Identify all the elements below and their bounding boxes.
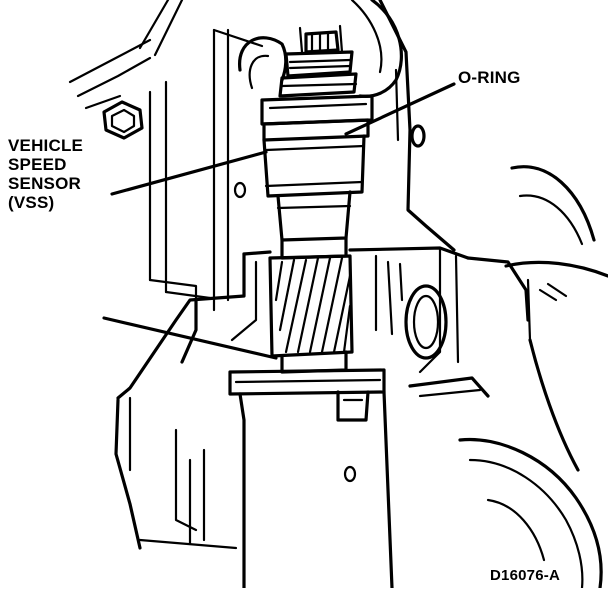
figure-id: D16076-A [490, 567, 560, 584]
vss-callout-label: VEHICLE SPEED SENSOR (VSS) [8, 136, 138, 212]
housing-bores [233, 124, 448, 483]
vss-connector [278, 24, 358, 98]
vss-label-line4: (VSS) [8, 193, 55, 212]
retainer-plate [228, 368, 386, 422]
transmission-case [116, 0, 530, 400]
harness-clip [102, 100, 144, 140]
vss-label-line2: SPEED [8, 155, 67, 174]
vss-label-line1: VEHICLE [8, 136, 84, 155]
harness-left [68, 0, 264, 312]
right-housing [458, 165, 608, 590]
vss-body [260, 94, 374, 260]
oring-callout-label: O-RING [458, 68, 521, 87]
vss-label-line3: SENSOR [8, 174, 81, 193]
driven-gear [268, 254, 354, 374]
leader-lines [102, 82, 456, 360]
lower-case [114, 298, 490, 590]
